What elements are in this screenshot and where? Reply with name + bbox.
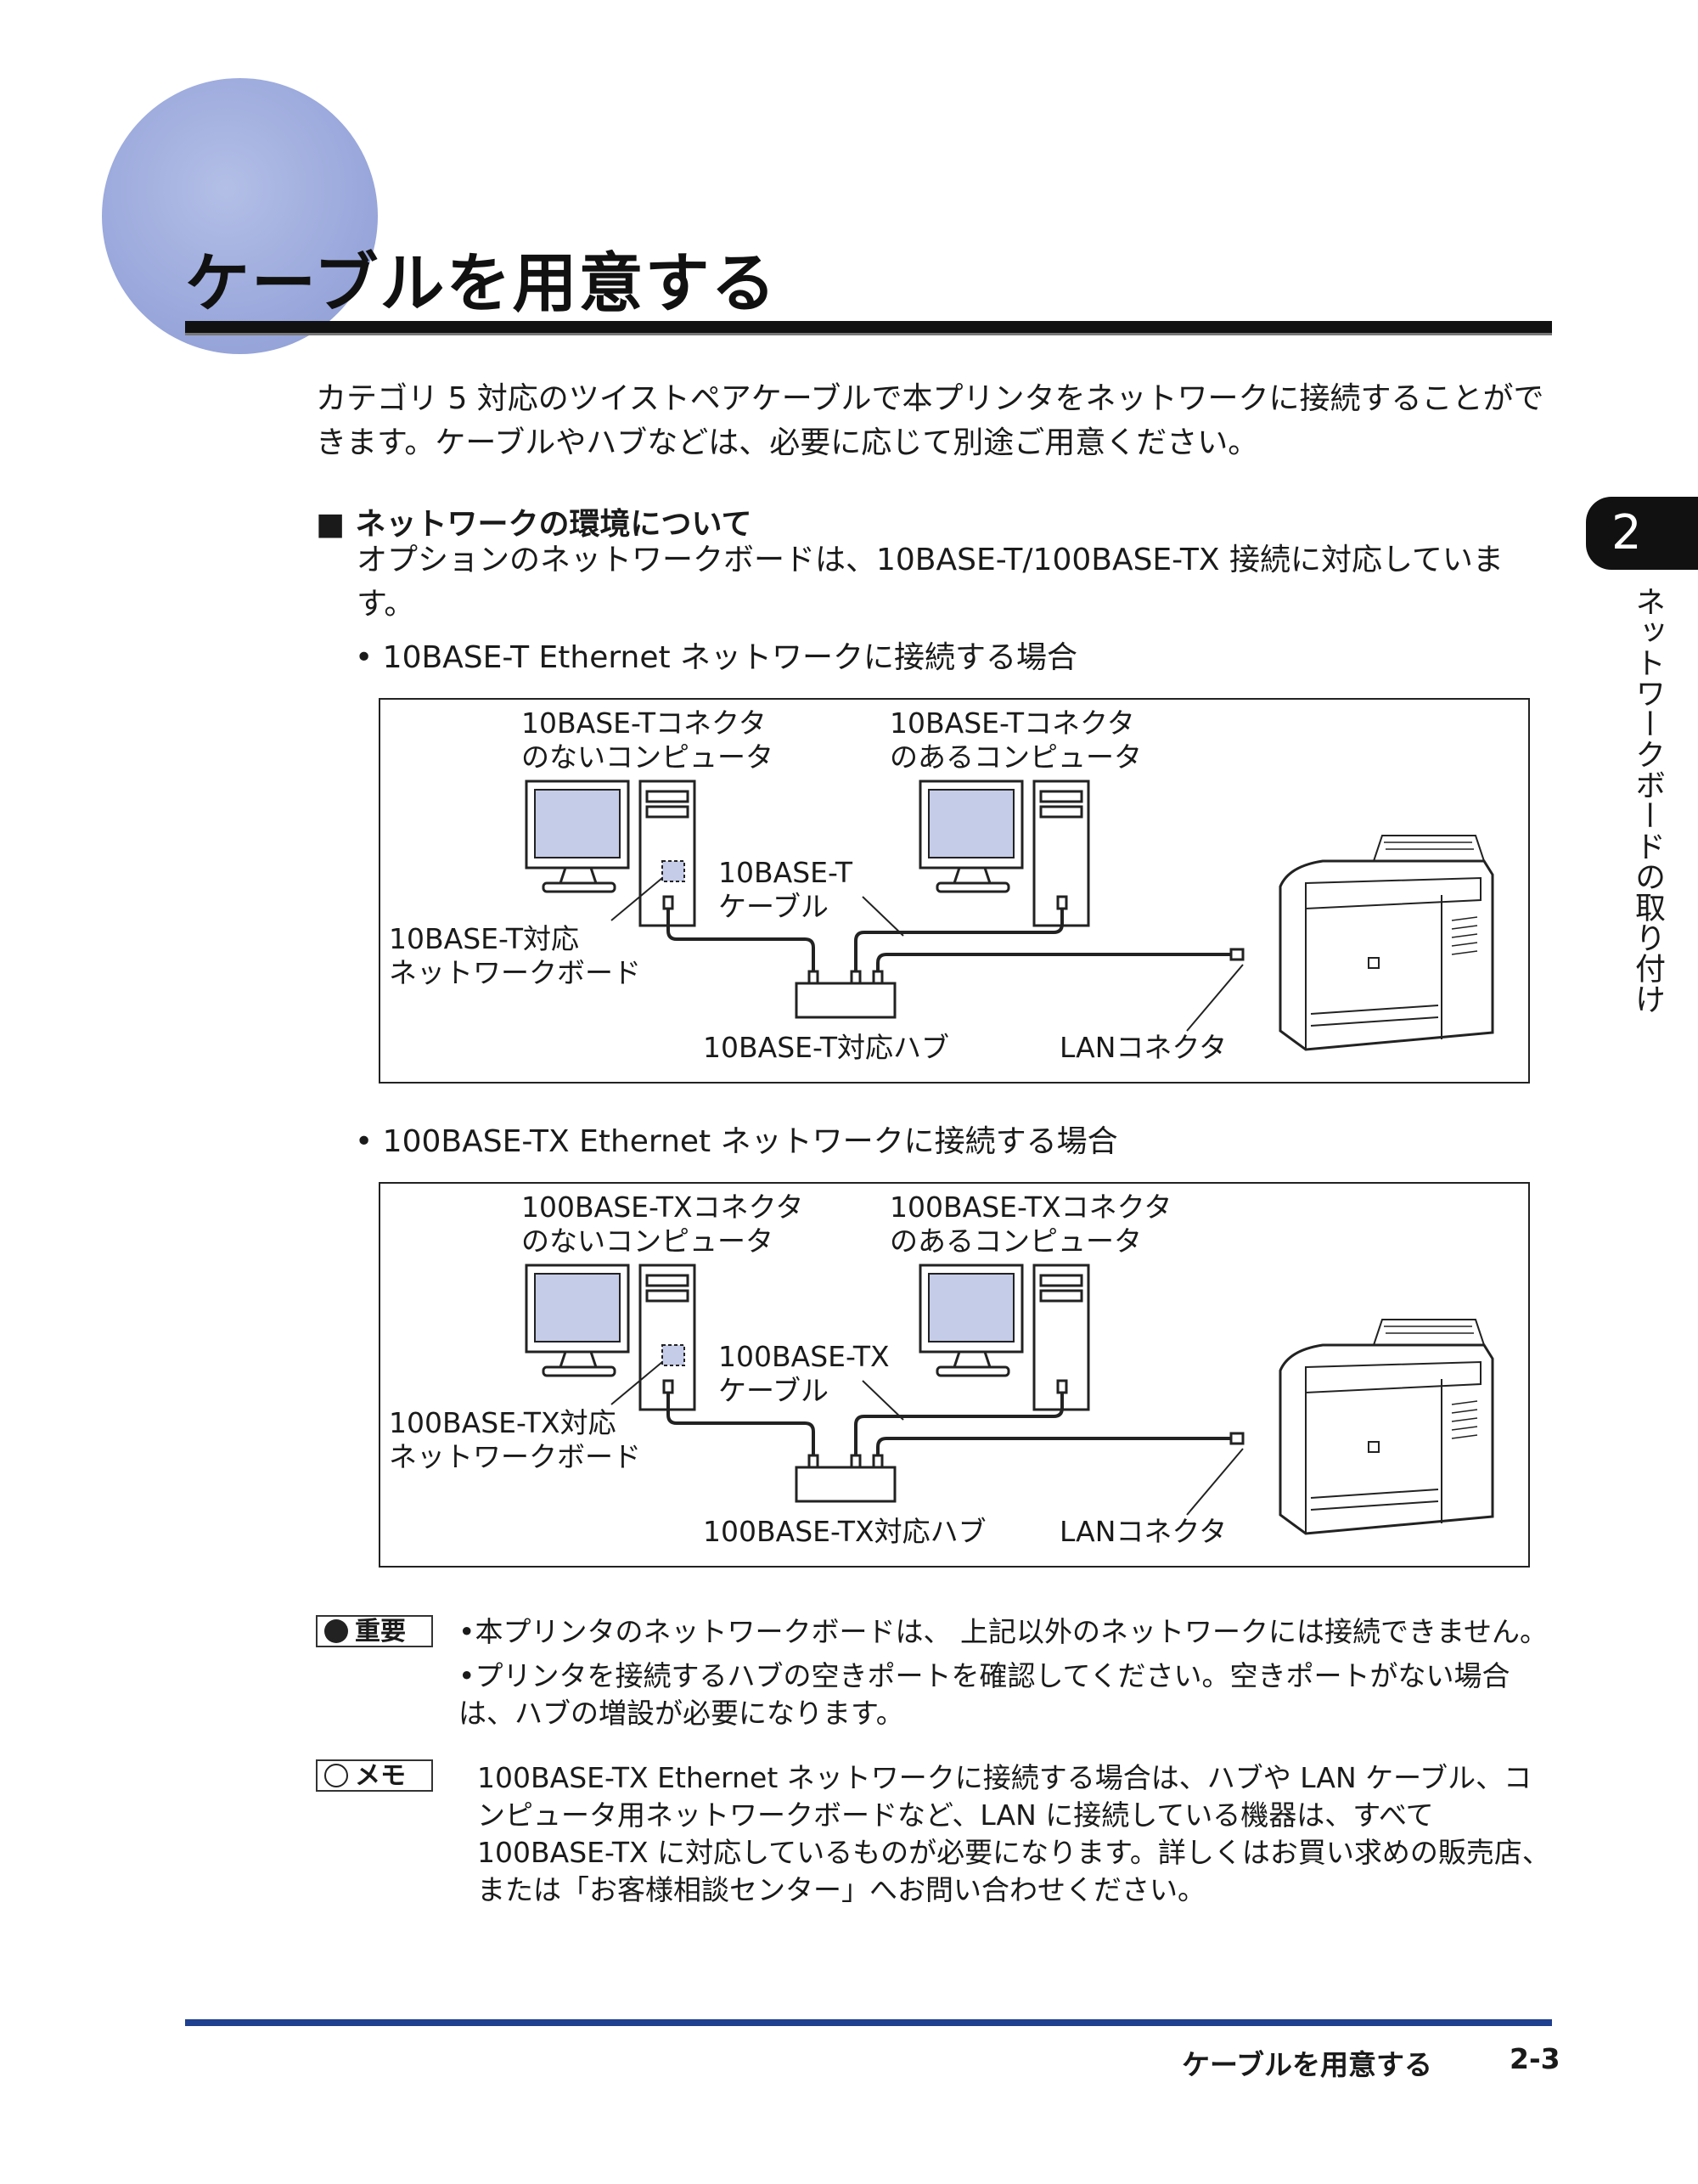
title-rule	[185, 321, 1552, 333]
pencil-icon	[324, 1764, 348, 1787]
diagram-1-caption: • 10BASE-T Ethernet ネットワークに接続する場合	[355, 640, 1078, 675]
label-pc-without-connector: 100BASE-TXコネクタ のないコンピュータ	[521, 1191, 804, 1258]
important-badge-label: 重要	[355, 1617, 406, 1646]
hub-box	[795, 982, 897, 1019]
label-hub: 100BASE-TX対応ハブ	[703, 1515, 987, 1548]
memo-text: 100BASE-TX Ethernet ネットワークに接続する場合は、ハブや L…	[477, 1761, 1550, 1906]
memo-badge-label: メモ	[355, 1761, 406, 1791]
important-item-1: •本プリンタのネットワークボードは、 上記以外のネットワークには接続できません。	[458, 1615, 1548, 1648]
chapter-tab: 2	[1586, 497, 1698, 570]
footer-section-title: ケーブルを用意する	[1182, 2048, 1433, 2081]
network-diagram-100base-tx: 100BASE-TXコネクタ のないコンピュータ 100BASE-TXコネクタ …	[379, 1182, 1530, 1568]
label-lan-connector: LANコネクタ	[1060, 1031, 1228, 1064]
page-title: ケーブルを用意する	[185, 245, 778, 321]
label-pc-without-connector: 10BASE-Tコネクタ のないコンピュータ	[521, 706, 773, 774]
label-network-board: 100BASE-TX対応 ネットワークボード	[389, 1406, 641, 1473]
printer-drawing	[1279, 835, 1494, 1051]
network-diagram-10base-t: 10BASE-Tコネクタ のないコンピュータ 10BASE-Tコネクタ のあるコ…	[379, 698, 1530, 1084]
hub-box	[795, 1466, 897, 1503]
memo-badge: メモ	[316, 1759, 433, 1792]
label-network-board: 10BASE-T対応 ネットワークボード	[389, 922, 641, 989]
label-lan-connector: LANコネクタ	[1060, 1515, 1228, 1548]
network-board	[661, 1344, 685, 1366]
label-cable: 100BASE-TX ケーブル	[718, 1340, 890, 1407]
printer-drawing	[1279, 1319, 1494, 1535]
important-item-2: •プリンタを接続するハブの空きポートを確認してください。空きポートがない場合は、…	[458, 1659, 1510, 1730]
chapter-tab-title: ネットワークボードの取り付け	[1630, 586, 1665, 1014]
footer-rule	[185, 2019, 1552, 2026]
footer-page-number: 2-3	[1510, 2042, 1560, 2075]
important-badge: 重要	[316, 1615, 433, 1647]
hand-stop-icon	[324, 1619, 348, 1643]
section-body: オプションのネットワークボードは、10BASE-T/100BASE-TX 接続に…	[357, 543, 1504, 622]
label-hub: 10BASE-T対応ハブ	[703, 1031, 950, 1064]
label-pc-with-connector: 100BASE-TXコネクタ のあるコンピュータ	[890, 1191, 1172, 1258]
diagram-2-caption: • 100BASE-TX Ethernet ネットワークに接続する場合	[355, 1124, 1118, 1159]
network-board	[661, 860, 685, 882]
title-rule-shadow	[185, 333, 1552, 335]
diagram-1-drawing	[525, 780, 1494, 1051]
monitor-left-stand	[558, 867, 599, 885]
diagram-2-drawing	[525, 1264, 1494, 1535]
monitor-left-screen	[534, 789, 621, 858]
section-heading: ■ ネットワークの環境について	[316, 507, 752, 542]
label-cable: 10BASE-T ケーブル	[718, 856, 853, 923]
label-pc-with-connector: 10BASE-Tコネクタ のあるコンピュータ	[890, 706, 1142, 774]
title-decor-circle	[102, 78, 378, 354]
intro-paragraph: カテゴリ 5 対応のツイストペアケーブルで本プリンタをネットワークに接続すること…	[316, 381, 1544, 460]
